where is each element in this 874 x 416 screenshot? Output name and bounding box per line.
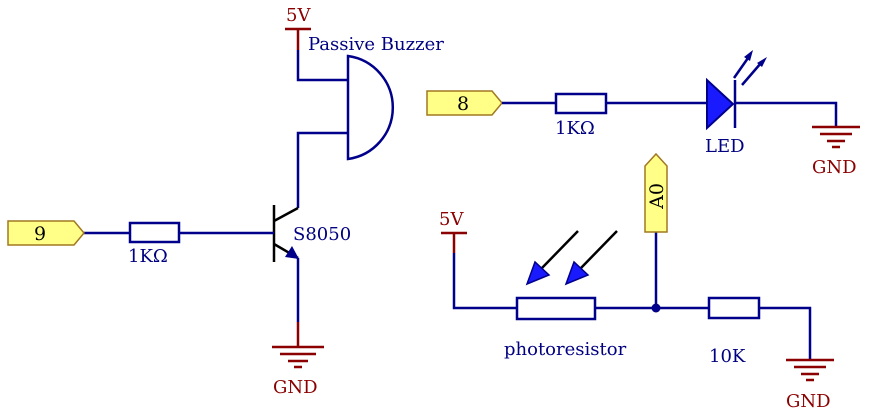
gnd-label-led: GND	[812, 157, 857, 178]
vcc-symbol-photo: 5V	[439, 209, 467, 253]
pin-tag-a0: A0	[644, 152, 668, 233]
vcc-symbol-buzzer: 5V	[285, 5, 311, 50]
buzzer-wires	[296, 50, 348, 208]
resistor-buzzer: 1KΩ	[128, 221, 181, 267]
resistor-pull-label: 10K	[709, 346, 746, 367]
vcc-label-buzzer: 5V	[286, 5, 311, 26]
buzzer-symbol: Passive Buzzer	[308, 34, 444, 161]
photoresistor-symbol: photoresistor	[504, 230, 627, 360]
resistor-pull: 10K	[707, 296, 761, 367]
pin-label-a0: A0	[646, 183, 668, 210]
transistor-label: S8050	[293, 224, 351, 245]
vcc-label-photo: 5V	[439, 209, 464, 230]
led-wires	[502, 101, 838, 127]
photoresistor-label: photoresistor	[504, 339, 627, 360]
gnd-label-pull: GND	[786, 391, 831, 412]
resistor-buzzer-label: 1KΩ	[128, 246, 168, 267]
gnd-symbol-pull: GND	[786, 358, 834, 412]
pin-tag-9: 9	[7, 220, 85, 246]
led-label: LED	[705, 136, 745, 157]
resistor-led: 1KΩ	[554, 92, 608, 139]
pin-tag-8: 8	[426, 90, 503, 116]
led-symbol: LED	[705, 50, 767, 157]
pin-label-9: 9	[34, 223, 46, 245]
resistor-led-label: 1KΩ	[555, 118, 595, 139]
buzzer-label: Passive Buzzer	[308, 34, 444, 55]
junction-dot	[651, 303, 661, 313]
transistor-symbol: S8050	[272, 205, 351, 262]
gnd-label-transistor: GND	[273, 377, 318, 398]
transistor-wires	[82, 231, 300, 322]
gnd-symbol-transistor: GND	[272, 322, 324, 398]
pin-label-8: 8	[457, 93, 469, 115]
gnd-symbol-led: GND	[812, 125, 860, 178]
